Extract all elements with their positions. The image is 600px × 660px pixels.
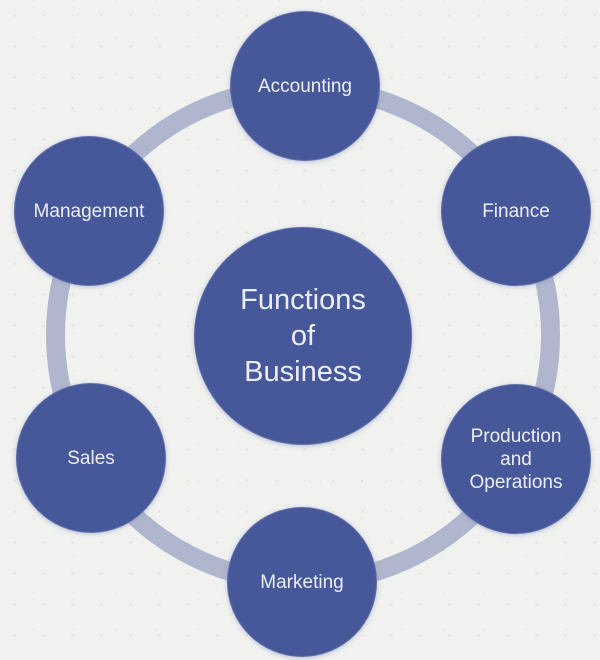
node-label-line: Sales <box>67 447 115 469</box>
node-sales: Sales <box>16 383 166 533</box>
node-finance: Finance <box>441 136 591 286</box>
node-label-line: Finance <box>482 200 550 222</box>
hub-label-line: of <box>290 320 316 352</box>
node-label: Finance <box>482 200 550 223</box>
node-management: Management <box>14 136 164 286</box>
node-accounting: Accounting <box>230 11 380 161</box>
node-production-operations: Production and Operations <box>441 384 591 534</box>
hub-functions-of-business: Functions of Business <box>194 227 412 445</box>
node-label: Sales <box>67 447 115 470</box>
hub-label: Functions of Business <box>240 282 366 390</box>
node-label-line: Accounting <box>257 75 352 97</box>
node-marketing: Marketing <box>227 507 377 657</box>
node-label: Management <box>34 200 145 223</box>
hub-label-line: Functions <box>240 284 366 316</box>
node-label-line: Production <box>470 425 562 447</box>
node-label-line: and <box>500 448 532 470</box>
node-label: Marketing <box>260 571 343 594</box>
node-label-line: Operations <box>469 471 563 493</box>
hub-label-line: Business <box>244 356 362 388</box>
node-label: Accounting <box>258 75 352 98</box>
node-label: Production and Operations <box>470 425 563 494</box>
node-label-line: Marketing <box>260 571 344 593</box>
node-label-line: Management <box>33 200 145 222</box>
